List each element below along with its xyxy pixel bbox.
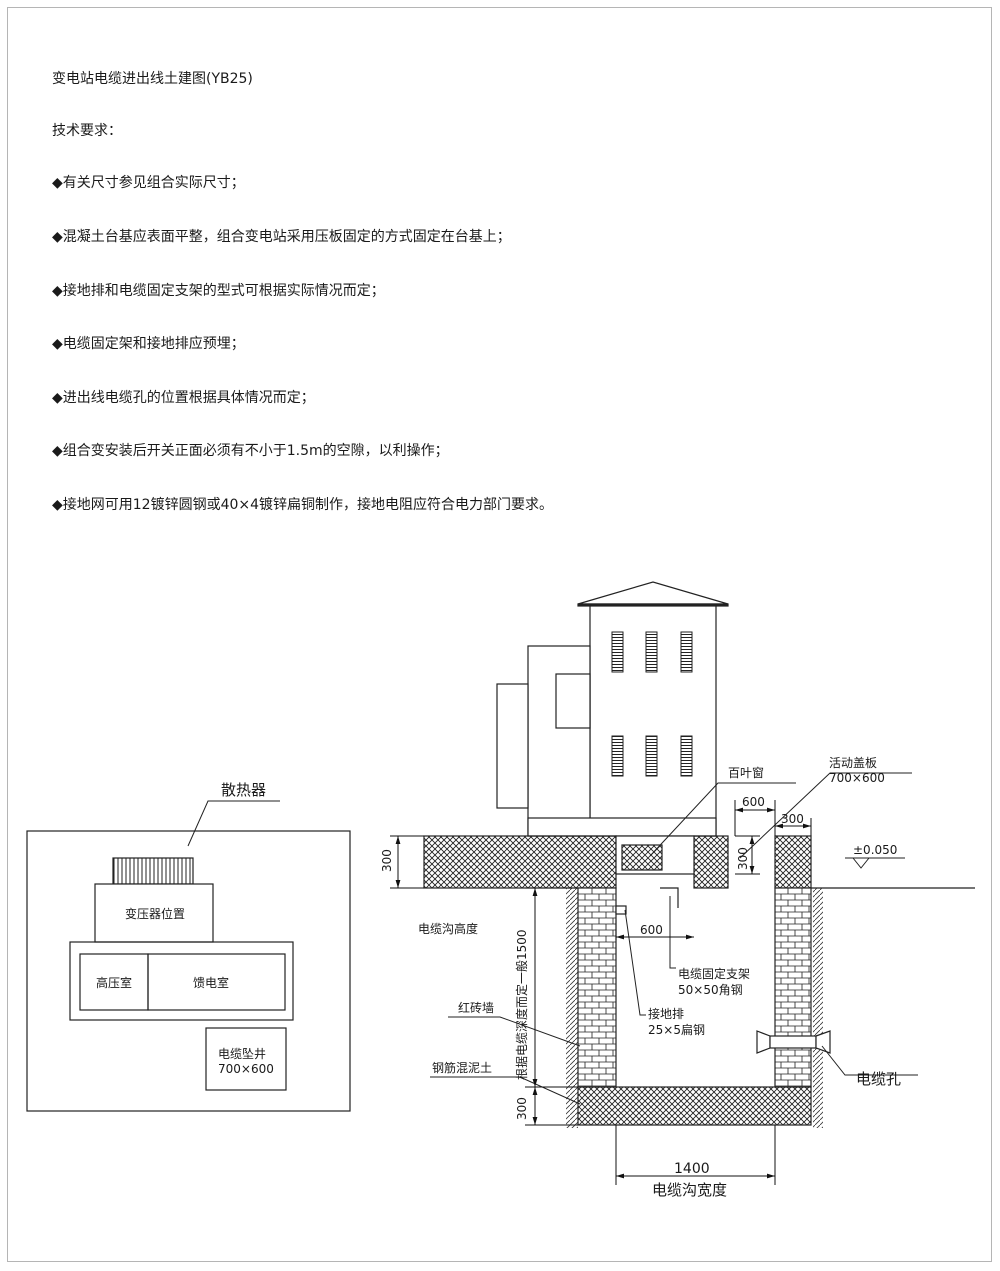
level-label: ±0.050 xyxy=(853,843,897,857)
brick-leader xyxy=(448,1016,581,1047)
page-frame xyxy=(7,7,992,1262)
requirement-3: ◆接地排和电缆固定支架的型式可根据实际情况而定； xyxy=(52,283,385,299)
trench-height-label: 电缆沟高度 xyxy=(418,921,478,936)
concrete-label: 钢筋混泥土 xyxy=(432,1060,492,1075)
switchgear-outline xyxy=(69,941,294,1021)
transformer-position-label: 变压器位置 xyxy=(125,906,185,921)
bracket-label: 电缆固定支架 xyxy=(678,966,750,981)
radiator-label: 散热器 xyxy=(221,781,266,799)
dim-1400-label: 1400 xyxy=(674,1161,710,1177)
base-slab xyxy=(577,1086,812,1126)
level-symbol xyxy=(845,857,905,869)
ground-bar-shape xyxy=(615,905,627,915)
dim-300-bottom-label: 300 xyxy=(515,1097,529,1120)
requirement-1: ◆有关尺寸参见组合实际尺寸； xyxy=(52,175,245,191)
doc-title: 变电站电缆进出线土建图(YB25) xyxy=(52,71,253,87)
brick-wall-label: 红砖墙 xyxy=(458,1000,494,1015)
earth-left xyxy=(566,888,578,1128)
trench-width-label: 电缆沟宽度 xyxy=(652,1181,727,1199)
louvre-leader xyxy=(649,782,796,857)
housing-louvres xyxy=(611,631,693,777)
brick-wall-right xyxy=(774,887,812,1088)
cable-pit-box xyxy=(205,1027,287,1091)
side-panel xyxy=(555,673,591,729)
cable-pit-size: 700×600 xyxy=(218,1062,274,1076)
dim-300-wall-label: 300 xyxy=(781,812,804,826)
plinth-left xyxy=(423,835,617,889)
radiator-fins xyxy=(112,857,194,885)
louvre-label: 百叶窗 xyxy=(728,766,764,780)
ground-bar-label: 接地排 xyxy=(648,1006,684,1021)
dim-600-mid-label: 600 xyxy=(640,923,663,937)
brick-wall-left xyxy=(577,887,617,1088)
plan-view xyxy=(26,800,351,1112)
ground-bar-leader xyxy=(624,909,646,1016)
earth-right xyxy=(813,888,823,1128)
bracket-spec: 50×50角钢 xyxy=(678,983,743,997)
radiator-section xyxy=(496,683,529,809)
bracket-leader xyxy=(669,896,676,969)
housing-base xyxy=(527,817,717,837)
dim-600-top-label: 600 xyxy=(742,795,765,809)
dim-300-cover-label: 300 xyxy=(736,847,750,870)
depth-note-label: 根据电缆深度而定一般1500 xyxy=(514,929,529,1080)
cable-hole-pipe xyxy=(769,1035,817,1049)
cable-hole-left-flange xyxy=(756,1030,771,1054)
radiator-leader xyxy=(187,800,280,847)
bracket-shape xyxy=(660,887,679,908)
cable-hole-label: 电缆孔 xyxy=(856,1070,901,1088)
dimensions xyxy=(390,800,812,1185)
movable-cover-label: 活动盖板 xyxy=(829,756,877,770)
cable-hole-right-flange xyxy=(815,1030,831,1054)
tech-heading: 技术要求： xyxy=(52,123,122,139)
dim-300-left-label: 300 xyxy=(380,849,394,872)
section-view xyxy=(423,581,975,1128)
requirement-6: ◆组合变安装后开关正面必须有不小于1.5m的空隙，以利操作； xyxy=(52,443,449,459)
louvre-window xyxy=(621,844,663,871)
right-wall-cap xyxy=(774,835,812,889)
feeder-room-label: 馈电室 xyxy=(193,975,229,990)
cover-leader xyxy=(739,772,912,859)
feeder-room-box xyxy=(147,953,286,1011)
roof xyxy=(577,581,729,605)
cable-hole-leader xyxy=(821,1045,918,1076)
requirement-5: ◆进出线电缆孔的位置根据具体情况而定； xyxy=(52,390,315,406)
requirement-2: ◆混凝土台基应表面平整，组合变电站采用压板固定的方式固定在台基上； xyxy=(52,229,511,245)
movable-cover-size: 700×600 xyxy=(829,771,885,785)
requirement-4: ◆电缆固定架和接地排应预埋； xyxy=(52,336,245,352)
plan-outline xyxy=(26,830,351,1112)
cable-pit-label: 电缆坠井 xyxy=(218,1047,266,1061)
concrete-leader xyxy=(430,1076,581,1105)
requirement-7: ◆接地网可用12镀锌圆钢或40×4镀锌扁铜制作，接地电阻应符合电力部门要求。 xyxy=(52,497,554,513)
ground-bar-spec: 25×5扁钢 xyxy=(648,1023,705,1037)
plinth-right-block xyxy=(693,835,729,889)
hv-room-label: 高压室 xyxy=(96,975,132,990)
